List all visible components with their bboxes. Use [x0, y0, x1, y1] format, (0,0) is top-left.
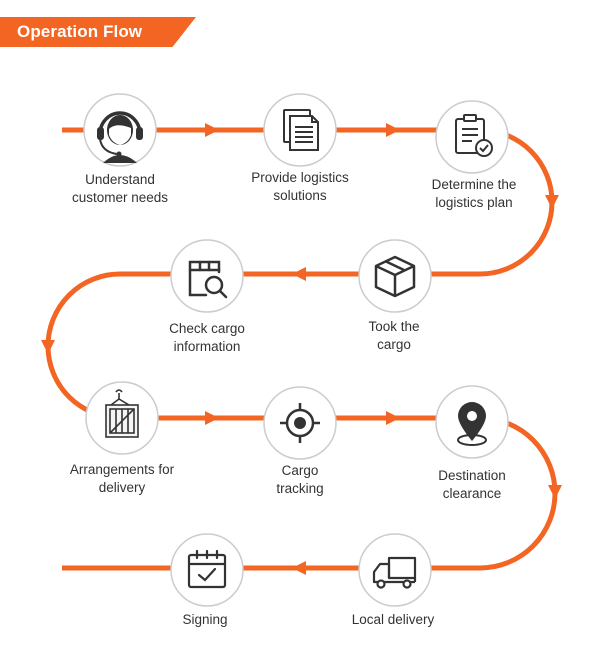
step-label: Arrangements for delivery — [69, 462, 175, 495]
clipboard-check-icon — [455, 114, 493, 157]
target-icon — [280, 403, 320, 443]
step-label: Destination clearance — [438, 468, 506, 501]
location-pin-icon — [457, 402, 487, 446]
step-circle — [170, 239, 244, 313]
section-title: Operation Flow — [17, 22, 143, 41]
step-label: Provide logistics solutions — [251, 170, 349, 203]
flow-arrow-left — [292, 267, 306, 281]
flow-arrow-down — [548, 485, 562, 499]
flow-arrow-right — [386, 123, 400, 137]
step-label: Signing — [182, 612, 228, 627]
flow-arrow-down — [545, 195, 559, 209]
step-label: Local delivery — [351, 612, 435, 627]
magnifier-box-icon — [188, 260, 228, 299]
calendar-check-icon — [187, 549, 227, 589]
flow-arrow-right — [205, 411, 219, 425]
headset-agent-icon — [97, 111, 143, 163]
documents-icon — [283, 109, 319, 151]
step-label: Determine the logistics plan — [431, 177, 517, 210]
flow-arrow-down — [41, 340, 55, 354]
crate-icon — [105, 389, 139, 438]
step-label: Check cargo information — [169, 321, 245, 354]
delivery-truck-icon — [372, 556, 417, 589]
flow-arrow-right — [386, 411, 400, 425]
flow-arrow-right — [205, 123, 219, 137]
step-label: Took the cargo — [368, 319, 420, 352]
step-label: Cargo tracking — [276, 463, 324, 496]
section-title-bar: Operation Flow — [0, 17, 196, 47]
step-label: Understand customer needs — [71, 172, 169, 205]
flow-arrow-left — [292, 561, 306, 575]
box-icon — [374, 255, 416, 298]
